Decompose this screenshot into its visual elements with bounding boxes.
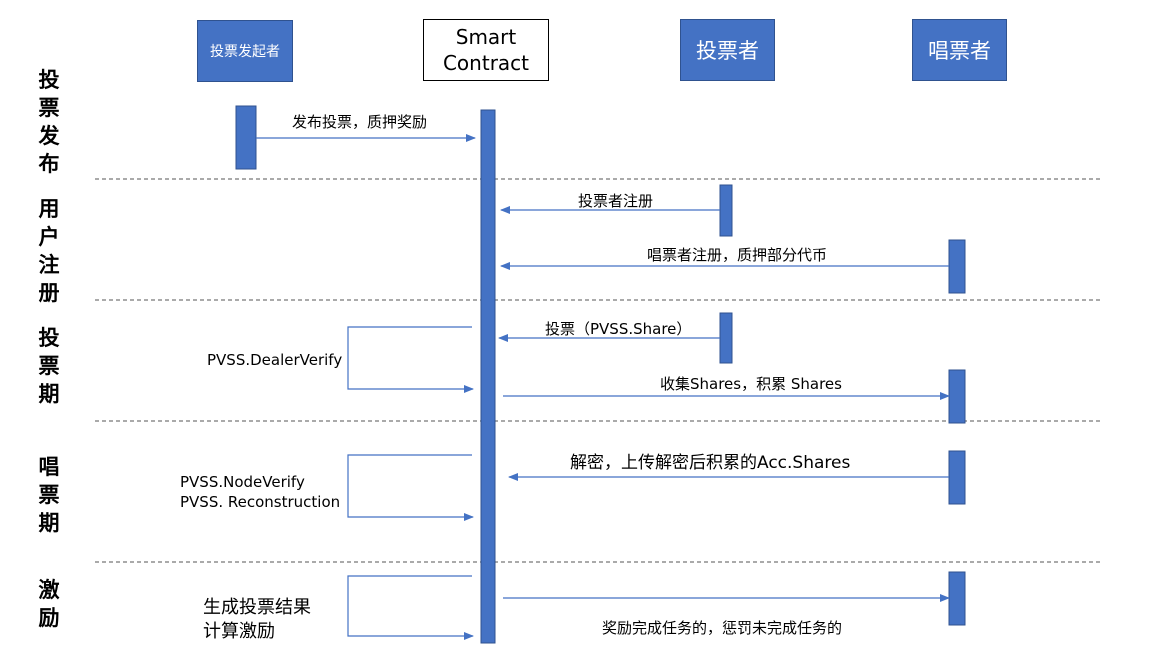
- node-verify-loop: [347, 454, 474, 521]
- collect-message: 收集Shares，积累 Shares: [660, 375, 842, 393]
- actor-initiator: 投票发起者: [197, 20, 293, 82]
- contract-activation: [480, 109, 496, 644]
- dealer-verify-note: PVSS.DealerVerify: [207, 351, 343, 369]
- calc-incentive-note: 计算激励: [203, 621, 275, 642]
- actor-teller: 唱票者: [912, 19, 1007, 81]
- teller-activation-collect: [948, 369, 966, 424]
- actor-initiator-label: 投票发起者: [210, 44, 280, 60]
- phase-voting: 投票期: [38, 326, 60, 406]
- actor-teller-label: 唱票者: [928, 39, 991, 63]
- reward-message: 奖励完成任务的，惩罚未完成任务的: [602, 619, 843, 637]
- initiator-activation: [235, 105, 257, 170]
- dealer-verify-loop: [347, 326, 474, 393]
- reconstruction-note: PVSS. Reconstruction: [180, 493, 341, 511]
- phase-publish: 投票发布: [38, 68, 60, 176]
- teller-register-message: 唱票者注册，质押部分代币: [647, 246, 828, 264]
- voter-activation-register: [719, 184, 733, 237]
- gen-result-note: 生成投票结果: [203, 597, 311, 618]
- teller-activation-decrypt: [948, 450, 966, 505]
- actor-contract-line2: Contract: [442, 51, 530, 75]
- vote-message: 投票（PVSS.Share）: [545, 320, 692, 338]
- teller-activation-register: [948, 239, 966, 294]
- publish-message: 发布投票，质押奖励: [292, 113, 428, 131]
- phase-register: 用户注册: [38, 197, 60, 305]
- teller-activation-incentive: [948, 571, 966, 626]
- decrypt-message: 解密，上传解密后积累的Acc.Shares: [570, 453, 851, 473]
- voter-activation-vote: [719, 312, 733, 364]
- voter-register-message: 投票者注册: [578, 192, 654, 210]
- phase-tallying: 唱票期: [38, 455, 60, 535]
- node-verify-note: PVSS.NodeVerify: [180, 473, 305, 491]
- phase-incentive: 激励: [38, 578, 60, 630]
- actor-contract-line1: Smart: [455, 25, 517, 49]
- actor-voter: 投票者: [680, 19, 775, 81]
- actor-smart-contract: Smart Contract: [423, 19, 549, 81]
- actor-voter-label: 投票者: [696, 39, 759, 63]
- incentive-loop: [347, 575, 474, 640]
